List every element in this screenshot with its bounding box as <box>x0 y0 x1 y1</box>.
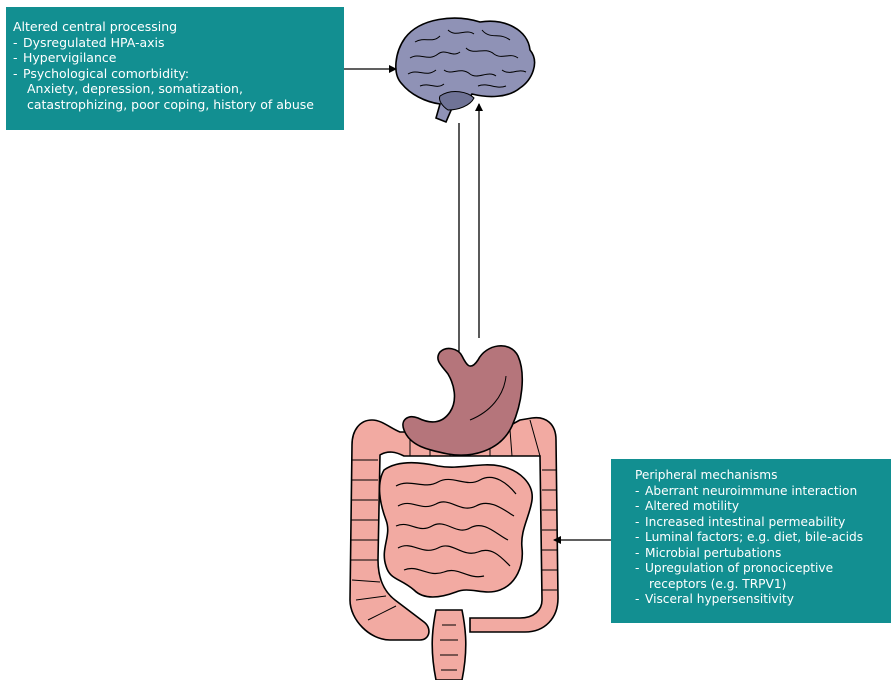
stomach-icon <box>403 346 522 455</box>
peripheral-mechanisms-box: Peripheral mechanisms -Aberrant neuroimm… <box>611 459 891 623</box>
peripheral-item: -Aberrant neuroimmune interaction <box>635 484 891 500</box>
peripheral-item-continuation: receptors (e.g. TRPV1) <box>635 577 891 593</box>
peripheral-title: Peripheral mechanisms <box>635 468 891 484</box>
peripheral-item: -Increased intestinal permeability <box>635 515 891 531</box>
central-subline: catastrophizing, poor coping, history of… <box>13 97 344 113</box>
central-processing-box: Altered central processing -Dysregulated… <box>6 7 344 130</box>
central-item: -Dysregulated HPA-axis <box>13 35 344 51</box>
central-item: -Hypervigilance <box>13 50 344 66</box>
central-item: -Psychological comorbidity: <box>13 66 344 82</box>
peripheral-item: -Visceral hypersensitivity <box>635 592 891 608</box>
central-title: Altered central processing <box>13 19 344 35</box>
peripheral-item: -Altered motility <box>635 499 891 515</box>
brain-icon <box>396 18 535 122</box>
peripheral-item: -Luminal factors; e.g. diet, bile-acids <box>635 530 891 546</box>
peripheral-item: -Upregulation of pronociceptive <box>635 561 891 577</box>
small-intestine-icon <box>380 463 533 597</box>
central-subline: Anxiety, depression, somatization, <box>13 81 344 97</box>
peripheral-item: -Microbial pertubations <box>635 546 891 562</box>
